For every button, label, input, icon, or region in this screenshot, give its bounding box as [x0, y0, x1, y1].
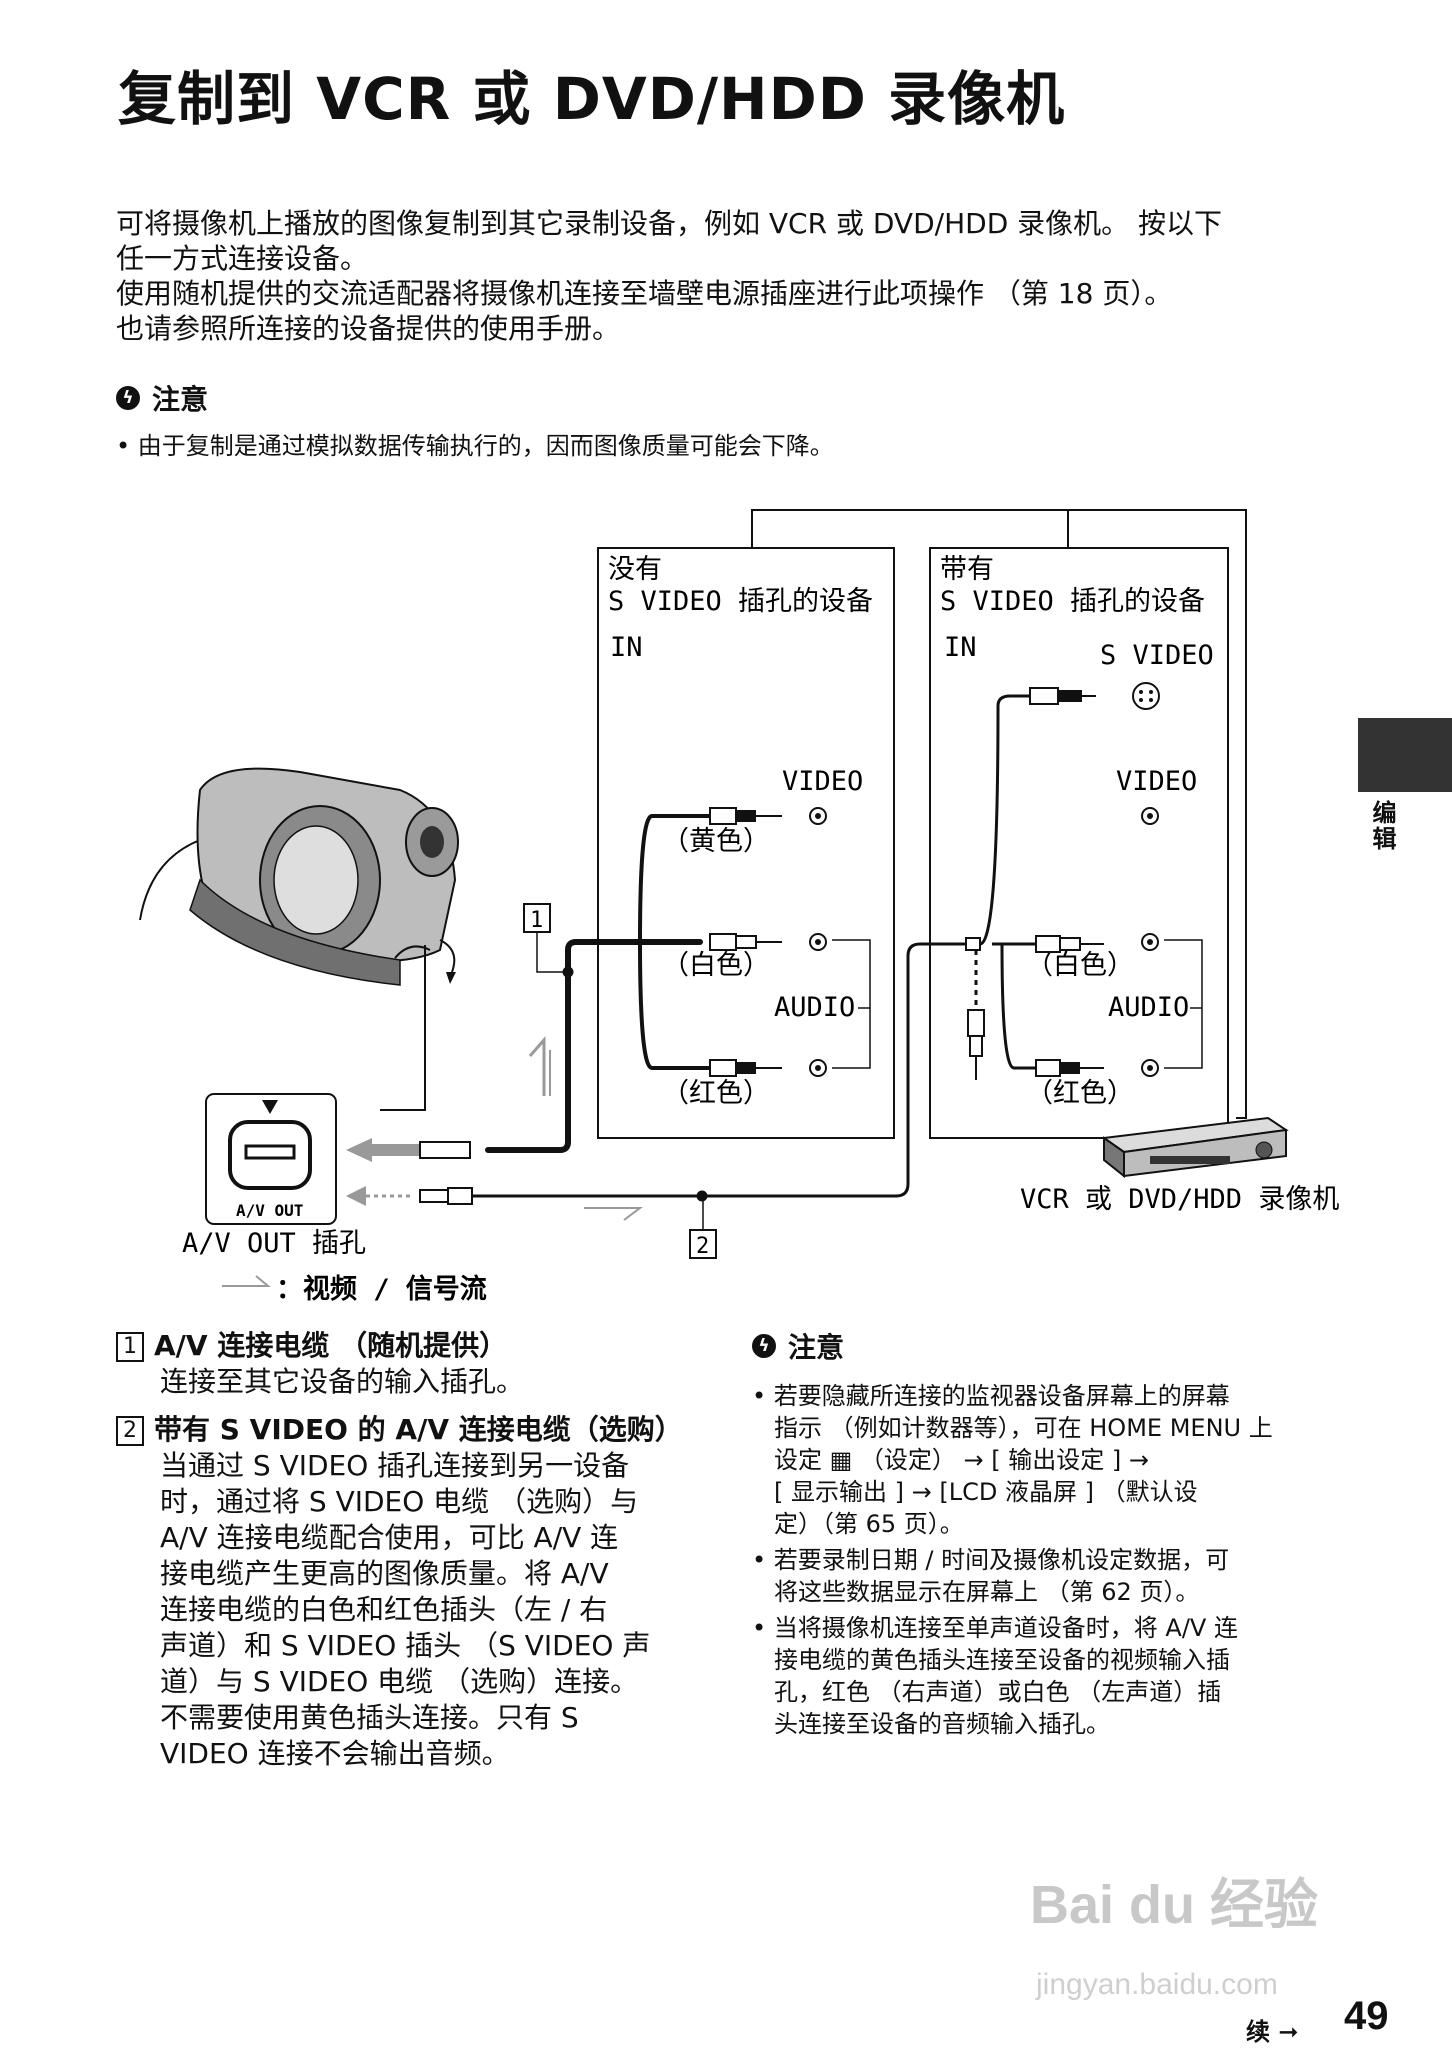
item-number: 2: [116, 1416, 144, 1446]
box2-in-label: IN: [944, 632, 977, 663]
item-body-line: 声道）和 S VIDEO 插头 （S VIDEO 声: [160, 1629, 651, 1662]
caution-icon: ϟ: [116, 386, 140, 410]
item-body-line: A/V 连接电缆配合使用，可比 A/V 连: [160, 1521, 619, 1554]
cable-2: [470, 694, 1036, 1202]
note-section-top: ϟ 注意 • 由于复制是通过模拟数据传输执行的，因而图像质量可能会下降。: [116, 378, 834, 463]
video-jack: [809, 807, 827, 825]
video-label-box1: VIDEO: [782, 766, 863, 797]
box2-title-line2: S VIDEO 插孔的设备: [940, 586, 1205, 617]
intro-paragraph: 可将摄像机上播放的图像复制到其它录制设备，例如 VCR 或 DVD/HDD 录像…: [116, 206, 1326, 346]
note-heading: ϟ 注意: [752, 1326, 1312, 1366]
jacks-box1: [809, 807, 827, 1077]
yellow-label: （黄色）: [662, 826, 770, 857]
item-body-line: VIDEO 连接不会输出音频。: [160, 1737, 510, 1770]
note-heading: ϟ 注意: [116, 378, 834, 418]
svg-text:2: 2: [696, 1234, 709, 1259]
intro-line: 使用随机提供的交流适配器将摄像机连接至墙壁电源插座进行此项操作 （第 18 页）…: [116, 277, 1173, 310]
audio-right-jack: [809, 1059, 827, 1077]
connection-diagram: 没有 S VIDEO 插孔的设备 IN 带有 S VIDEO 插孔的设备 IN …: [139, 509, 1339, 1305]
video-label-box2: VIDEO: [1116, 766, 1197, 797]
note-item: • 由于复制是通过模拟数据传输执行的，因而图像质量可能会下降。: [116, 432, 834, 460]
av-out-port-detail: A/V OUT: [205, 1093, 337, 1225]
av-out-jack-label: A/V OUT 插孔: [182, 1228, 366, 1259]
item-body-line: 道）与 S VIDEO 电缆 （选购）连接。: [160, 1665, 639, 1698]
note-heading-text: 注意: [788, 1331, 845, 1364]
item-title: 带有 S VIDEO 的 A/V 连接电缆（选购）: [154, 1413, 683, 1446]
audio-left-jack: [809, 933, 827, 951]
box1-in-label: IN: [610, 632, 643, 663]
item-body-line: 时，通过将 S VIDEO 电缆 （选购）与: [160, 1485, 639, 1518]
item-number: 1: [116, 1332, 144, 1362]
s-video-label: S VIDEO: [1100, 640, 1214, 671]
intro-line: 也请参照所连接的设备提供的使用手册。: [116, 312, 621, 345]
page-title: 复制到 VCR 或 DVD/HDD 录像机: [118, 65, 1066, 133]
note-item: • 若要隐藏所连接的监视器设备屏幕上的屏幕 指示 （例如计数器等），可在 HOM…: [752, 1382, 1273, 1538]
av-out-port-label: A/V OUT: [236, 1201, 303, 1220]
jacks-box2: [1132, 682, 1160, 1077]
s-video-jack: [1132, 682, 1160, 710]
intro-line: 任一方式连接设备。: [116, 242, 369, 275]
svg-text:1: 1: [530, 908, 543, 933]
plugs-box1: [709, 807, 782, 1077]
box1-title-line2: S VIDEO 插孔的设备: [608, 586, 873, 617]
red-label-box2: （红色）: [1026, 1078, 1134, 1109]
audio-bracket-box2: [1164, 939, 1203, 1069]
camcorder-illustration: [139, 767, 459, 1111]
flow-legend: ：视频 / 信号流: [276, 1274, 487, 1305]
audio-label-box1: AUDIO: [774, 992, 855, 1023]
cable-1: [485, 814, 712, 1153]
intro-line: 可将摄像机上播放的图像复制到其它录制设备，例如 VCR 或 DVD/HDD 录像…: [116, 207, 1223, 240]
red-label-box1: （红色）: [662, 1078, 770, 1109]
item-body-line: 当通过 S VIDEO 插孔连接到另一设备: [160, 1449, 630, 1482]
outer-bracket: [751, 509, 1247, 1119]
plugs-box2: [965, 687, 1104, 1080]
item-body-line: 不需要使用黄色插头连接。只有 S: [160, 1701, 579, 1734]
cable-list: 1 A/V 连接电缆 （随机提供） 连接至其它设备的输入插孔。 2 带有 S VID…: [116, 1328, 706, 1772]
list-item: 2 带有 S VIDEO 的 A/V 连接电缆（选购） 当通过 S VIDEO 插…: [116, 1412, 706, 1772]
note-item: • 若要录制日期 / 时间及摄像机设定数据，可 将这些数据显示在屏幕上 （第 6…: [752, 1546, 1230, 1606]
white-label-box1: （白色）: [662, 950, 770, 981]
note-item: • 当将摄像机连接至单声道设备时，将 A/V 连 接电缆的黄色插头连接至设备的视…: [752, 1614, 1238, 1738]
chapter-tab: [1358, 718, 1452, 792]
vcr-label: VCR 或 DVD/HDD 录像机: [1020, 1184, 1339, 1215]
note-section-bottom: ϟ 注意 • 若要隐藏所连接的监视器设备屏幕上的屏幕 指示 （例如计数器等），可…: [752, 1326, 1312, 1744]
vcr-illustration: [1101, 1116, 1289, 1179]
signal-arrows: [222, 1036, 643, 1287]
audio-label-box2: AUDIO: [1108, 992, 1189, 1023]
watermark-url: jingyan.baidu.com: [1036, 1968, 1278, 2001]
list-item: 1 A/V 连接电缆 （随机提供） 连接至其它设备的输入插孔。: [116, 1328, 706, 1400]
continued-indicator: 续 ➞: [1246, 2018, 1299, 2046]
box2-title-line1: 带有: [940, 554, 994, 585]
white-label-box2: （白色）: [1026, 950, 1134, 981]
chapter-tab-label: 编辑: [1368, 800, 1396, 852]
item-body-line: 连接至其它设备的输入插孔。: [160, 1365, 525, 1398]
number-marker-1: 1: [523, 903, 568, 973]
device-box-no-svideo: [597, 547, 895, 1139]
device-box-with-svideo: [929, 547, 1229, 1139]
number-marker-2: 2: [689, 1196, 717, 1259]
watermark-logo: Bai du 经验: [1030, 1875, 1319, 1935]
item-title: A/V 连接电缆 （随机提供）: [154, 1329, 508, 1362]
box1-title-line1: 没有: [608, 554, 662, 585]
page-number: 49: [1344, 1994, 1389, 2038]
audio-bracket-box1: [832, 939, 871, 1069]
caution-icon: ϟ: [752, 1334, 776, 1358]
item-body-line: 接电缆产生更高的图像质量。将 A/V: [160, 1557, 609, 1590]
item-body-line: 连接电缆的白色和红色插头（左 / 右: [160, 1593, 608, 1626]
note-heading-text: 注意: [152, 383, 209, 416]
